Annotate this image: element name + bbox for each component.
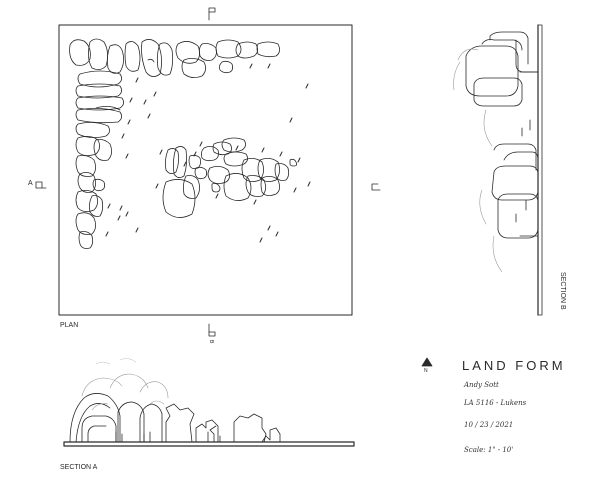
plan-stones-center-cluster [162,137,298,218]
section-b-label: SECTION B [559,272,566,310]
section-a-marker-label: A [28,180,33,187]
title-block-scale: Scale: 1" - 10' [464,446,514,454]
title-block-title: LAND FORM [462,358,566,373]
title-block-course: LA 5116 - Lukens [464,399,527,407]
title-block-date: 10 / 23 / 2021 [464,421,514,429]
plan-stones-top-row [69,38,280,78]
plan-stones-left-column [75,70,124,249]
title-block-author: Andy Sott [464,381,499,389]
north-arrow [421,357,433,367]
plan-frame [58,24,353,316]
section-b-elevation [453,24,543,316]
pencil-guidelines [95,358,137,365]
section-a-elevation [63,373,355,447]
north-label: N [424,368,428,374]
plan-tick-marks [105,63,311,243]
section-b-marker-label: B [208,340,214,344]
section-markers [35,7,381,337]
section-a-label: SECTION A [60,464,98,471]
plan-label: PLAN [60,322,79,329]
